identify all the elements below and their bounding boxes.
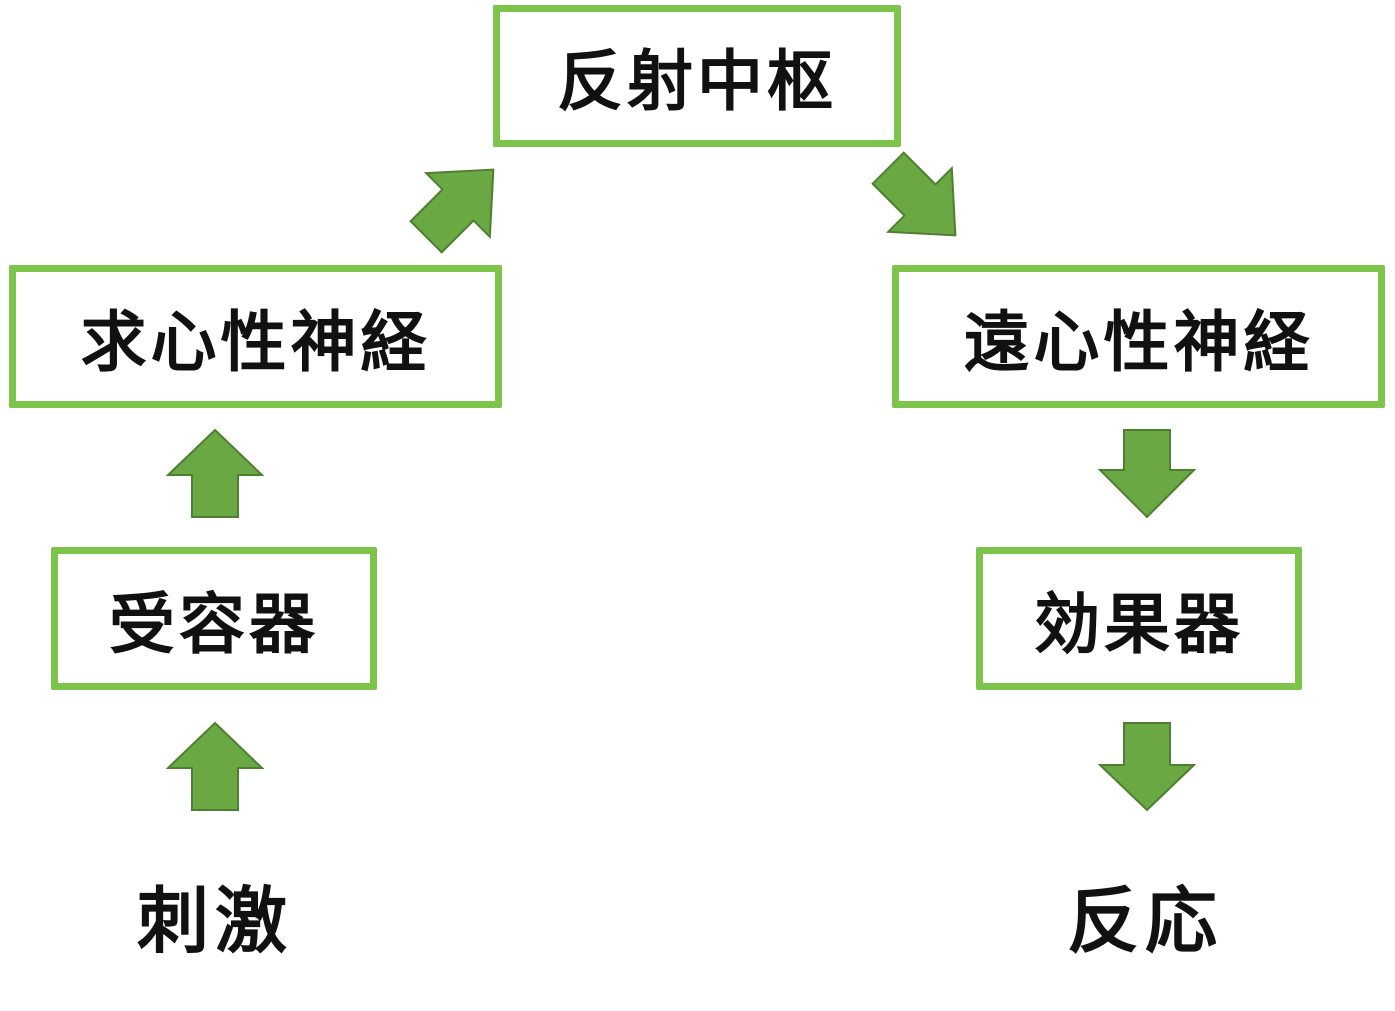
receptor-box: 受容器 (51, 547, 377, 690)
arrow-stimulus-to-receptor (165, 721, 265, 811)
arrow-afferent-to-center (409, 168, 495, 254)
response-label: 反応 (1066, 879, 1223, 963)
efferent-nerve-label: 遠心性神経 (963, 303, 1314, 381)
efferent-nerve-box: 遠心性神経 (892, 265, 1385, 408)
reflex-center-label: 反射中枢 (557, 43, 837, 120)
arrow-center-to-efferent (871, 151, 957, 237)
afferent-nerve-label: 求心性神経 (80, 303, 431, 381)
arrow-effector-to-response (1097, 722, 1197, 812)
effector-label: 効果器 (1034, 585, 1244, 663)
arrow-receptor-to-afferent (165, 428, 265, 518)
receptor-label: 受容器 (109, 585, 319, 663)
reflex-center-box: 反射中枢 (493, 5, 901, 147)
afferent-nerve-box: 求心性神経 (9, 265, 502, 408)
stimulus-label: 刺激 (136, 879, 293, 963)
arrow-efferent-to-effector (1097, 429, 1197, 519)
effector-box: 効果器 (976, 547, 1302, 690)
